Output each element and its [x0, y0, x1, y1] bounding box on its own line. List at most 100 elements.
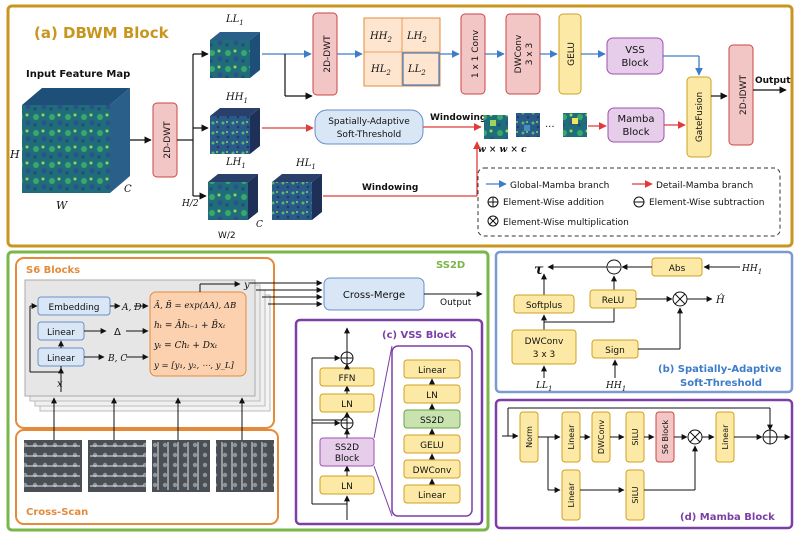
- panel-d-title: (d) Mamba Block: [680, 512, 775, 523]
- window-dim-label: w × w × c: [478, 145, 527, 155]
- embedding-label: Embedding: [48, 303, 99, 313]
- dim-w: W: [56, 199, 69, 212]
- ss2d-title: SS2D: [436, 260, 465, 271]
- equations-box: [149, 291, 247, 377]
- idwt-label: 2D-IDWT: [739, 75, 749, 115]
- hh1-top-label: HH1: [741, 264, 762, 276]
- windowing-1-label: Windowing: [430, 113, 486, 123]
- plus-d-icon: [762, 429, 778, 445]
- plus-icon: [487, 196, 499, 208]
- vss-add-bottom-icon: [340, 416, 354, 430]
- eq3: yₜ = Chₜ + Dxₜ: [153, 341, 218, 351]
- windowing-2-label: Windowing: [362, 183, 418, 193]
- tau-label: τ: [534, 262, 544, 278]
- vss-detail-label: DWConv: [413, 466, 452, 476]
- idwt-box: [728, 44, 754, 146]
- input-feature-map-label: Input Feature Map: [26, 69, 130, 80]
- y-output-label: y: [243, 280, 250, 291]
- silu-b-label: SiLU: [631, 486, 640, 503]
- hh1-label: HH1: [225, 92, 248, 105]
- dwconv-d-label: DWConv: [597, 420, 606, 455]
- window-dots: ...: [545, 119, 555, 130]
- softplus-label: Softplus: [526, 301, 563, 311]
- vss-detail-box: [403, 459, 461, 479]
- scan-grid-4: [216, 440, 274, 492]
- dim-c: C: [124, 184, 132, 195]
- linear-a-label: Linear: [567, 424, 576, 450]
- x-input-label: x: [57, 379, 63, 390]
- hl1-label: HL1: [295, 158, 316, 171]
- hh1-b-label: HH1: [605, 381, 626, 393]
- abs-label: Abs: [669, 264, 686, 274]
- hh2-label: HH2: [369, 31, 392, 44]
- legend-global: Global-Mamba branch: [510, 181, 609, 191]
- ll1-b-label: LL1: [535, 381, 552, 393]
- delta-label: Δ: [114, 327, 121, 338]
- vss-ffn-label: FFN: [338, 374, 355, 384]
- bc-label: B, C: [107, 354, 127, 364]
- panel-a-title: (a) DBWM Block: [34, 24, 170, 42]
- vss-detail-box: [403, 359, 461, 379]
- ll1-label: LL1: [225, 14, 244, 27]
- legend-detail: Detail-Mamba branch: [656, 181, 753, 191]
- hl1-cube: [272, 174, 322, 220]
- legend-mul: Element-Wise multiplication: [503, 218, 629, 228]
- minus-op-icon: [606, 259, 622, 275]
- legend-add: Element-Wise addition: [503, 198, 604, 208]
- times-op-icon: [672, 291, 688, 307]
- dim-w-half: W/2: [218, 231, 236, 241]
- ad-label: A, D: [121, 303, 141, 313]
- panel-c-title: (c) VSS Block: [382, 330, 457, 341]
- cross-merge-label: Cross-Merge: [343, 290, 405, 301]
- gatefusion-label: GateFusion: [695, 92, 705, 142]
- sign-label: Sign: [605, 346, 625, 356]
- legend-sub: Element-Wise subtraction: [649, 198, 764, 208]
- gatefusion-box: [686, 76, 712, 158]
- vss-detail-label: Linear: [418, 491, 446, 501]
- relu-label: ReLU: [602, 296, 625, 306]
- input-feature-cube: [22, 88, 130, 193]
- dwconv-b-box: [511, 329, 577, 365]
- vss-add-top-icon: [340, 351, 354, 365]
- times-d-icon: [687, 429, 703, 445]
- linear-b-box: [561, 469, 581, 521]
- linear-b-label: Linear: [567, 482, 576, 508]
- gelu-a-label: GELU: [567, 42, 577, 66]
- vss-detail-box: [403, 384, 461, 404]
- softplus-box: [513, 294, 575, 314]
- vss-detail-box: [403, 409, 461, 429]
- ll1-cube: [210, 32, 260, 78]
- scan-grid-1: [24, 440, 82, 492]
- output-a-label: Output: [755, 76, 791, 86]
- vss-ln-top-label: LN: [341, 400, 353, 410]
- vss-detail-label: GELU: [420, 441, 444, 451]
- silu-a-label: SiLU: [631, 428, 640, 445]
- lh2-label: LH2: [406, 31, 427, 44]
- eq4: y = [y₁, y₂, ⋯, y_L]: [153, 361, 234, 371]
- s6-block-label: S6 Block: [661, 419, 670, 454]
- dwt-left-label: 2D-DWT: [163, 121, 173, 159]
- linear1-label: Linear: [47, 328, 75, 338]
- dim-h-half: H/2: [181, 199, 199, 209]
- eq2: hₜ = Āhₜ₋₁ + B̄xₜ: [154, 319, 226, 331]
- vss-detail-label: Linear: [418, 366, 446, 376]
- dwt-top-label: 2D-DWT: [323, 35, 333, 73]
- linear2-label: Linear: [47, 354, 75, 364]
- cross-scan-title: Cross-Scan: [26, 507, 88, 518]
- times-icon: [487, 215, 499, 227]
- vss-ln-bottom-label: LN: [341, 482, 353, 492]
- linear-out-label: Linear: [721, 424, 730, 450]
- lh1-label: LH1: [225, 157, 246, 170]
- scan-grid-3: [152, 440, 210, 492]
- h-hat-label: Ĥ: [715, 294, 725, 306]
- s6-title: S6 Blocks: [26, 265, 80, 276]
- vss-detail-label: SS2D: [420, 416, 444, 426]
- vss-detail-box: [403, 434, 461, 454]
